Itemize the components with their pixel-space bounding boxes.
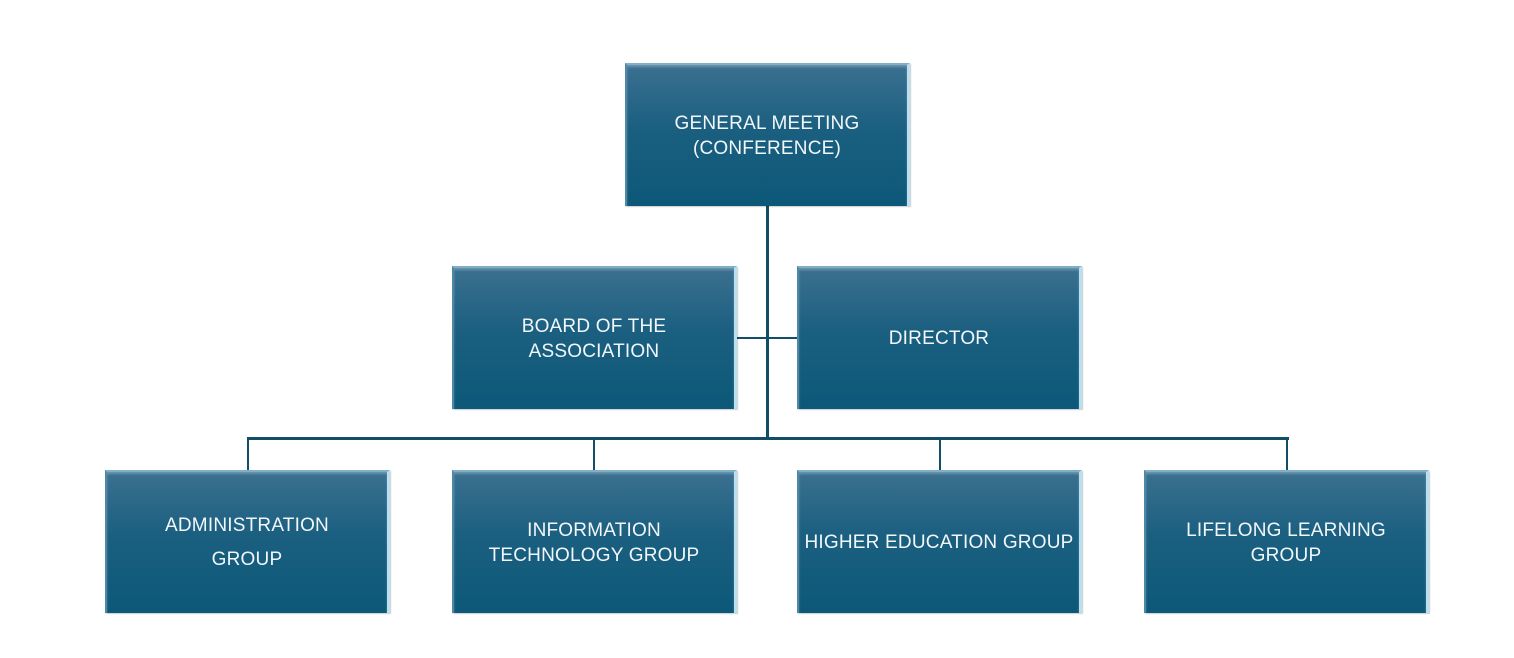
connector-drop-1 — [247, 437, 249, 471]
connector-drop-2 — [593, 437, 595, 471]
node-administration-group: ADMINISTRATION GROUP — [105, 470, 390, 613]
node-director: DIRECTOR — [797, 266, 1082, 409]
node-board: BOARD OF THE ASSOCIATION — [452, 266, 737, 409]
connector-middle — [737, 337, 797, 339]
node-general-meeting: GENERAL MEETING (CONFERENCE) — [625, 63, 910, 206]
node-lifelong-learning-group: LIFELONG LEARNING GROUP — [1144, 470, 1429, 613]
node-label: INFORMATION TECHNOLOGY GROUP — [488, 519, 700, 566]
connector-groups-bar — [247, 437, 1289, 440]
node-label: LIFELONG LEARNING GROUP — [1186, 519, 1386, 566]
node-label: DIRECTOR — [888, 328, 990, 349]
node-label: ADMINISTRATION GROUP — [165, 514, 329, 570]
connector-trunk — [766, 205, 769, 440]
node-label: HIGHER EDUCATION GROUP — [804, 532, 1074, 553]
connector-drop-4 — [1286, 437, 1288, 471]
node-label: BOARD OF THE ASSOCIATION — [521, 315, 667, 362]
node-higher-education-group: HIGHER EDUCATION GROUP — [797, 470, 1082, 613]
node-label: GENERAL MEETING (CONFERENCE) — [674, 112, 860, 159]
connector-drop-3 — [939, 437, 941, 471]
node-it-group: INFORMATION TECHNOLOGY GROUP — [452, 470, 737, 613]
